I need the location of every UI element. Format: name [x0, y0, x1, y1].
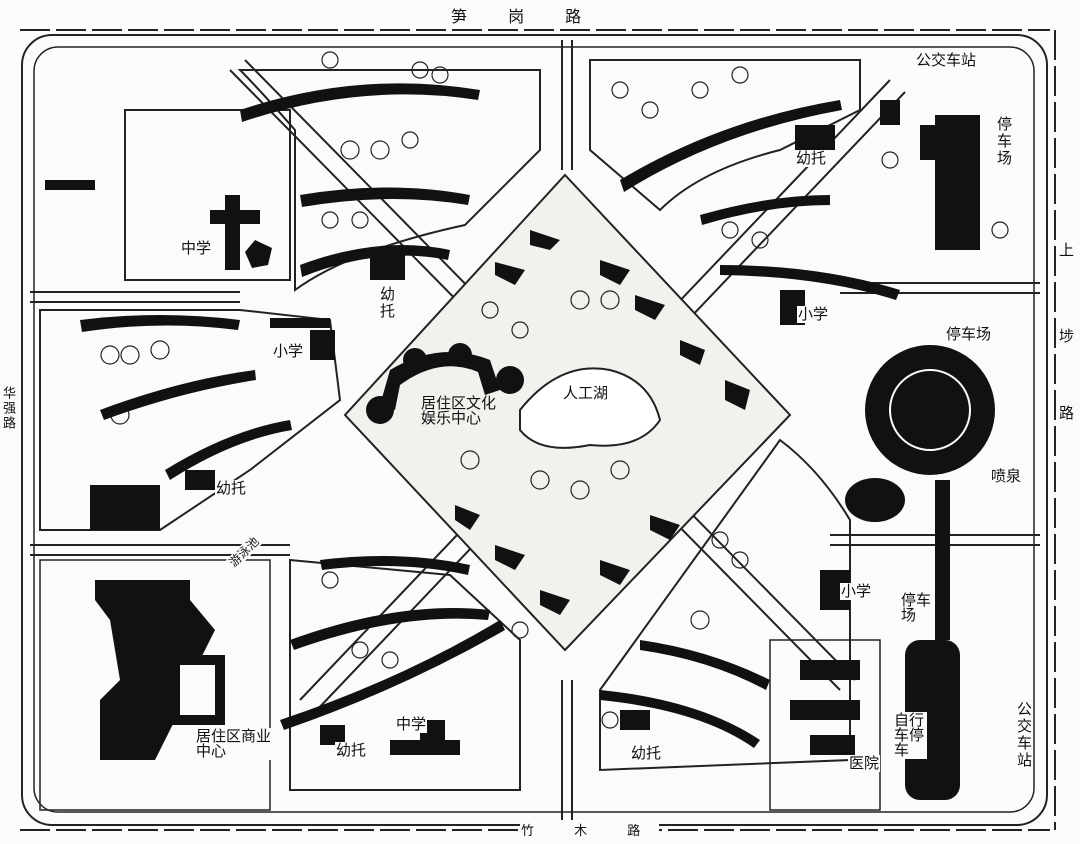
label-kindergarten-se: 幼托 [630, 744, 663, 762]
road-label-east-3: 路 [1058, 404, 1076, 422]
label-fountain: 喷泉 [990, 467, 1023, 485]
label-middle-school-s: 中学 [395, 715, 428, 733]
label-parking-ne: 停车场 [995, 115, 1013, 168]
label-kindergarten-s: 幼托 [335, 741, 368, 759]
label-hospital: 医院 [848, 754, 881, 772]
label-primary-school-w: 小学 [272, 342, 305, 360]
road-label-south: 竹 木 路 [520, 824, 660, 839]
label-lake: 人工湖 [563, 384, 609, 402]
label-kindergarten-ne: 幼托 [795, 149, 828, 167]
label-culture-center: 居住区文化娱乐中心 [421, 394, 497, 427]
label-bus-stop-bottom: 公交车站 [1015, 700, 1033, 770]
road-label-east-2: 埗 [1058, 327, 1076, 345]
label-primary-school-se: 小学 [840, 582, 873, 600]
label-bike-parking: 自行车停车 [893, 712, 927, 759]
label-kindergarten-w: 幼托 [215, 479, 248, 497]
label-primary-school-e: 小学 [797, 305, 830, 323]
label-kindergarten-n: 幼托 [378, 285, 396, 321]
road-label-east-1: 上 [1058, 241, 1076, 259]
label-bus-stop-top: 公交车站 [915, 51, 978, 69]
label-middle-school-nw: 中学 [180, 239, 213, 257]
artificial-lake [519, 367, 662, 449]
label-parking-e: 停车场 [945, 325, 993, 343]
label-parking-se: 停车场 [900, 592, 934, 624]
road-label-west: 华强路 [0, 385, 15, 432]
road-label-north: 笋 岗 路 [450, 7, 601, 26]
label-commerce-center: 居住区商业中心 [195, 727, 272, 760]
